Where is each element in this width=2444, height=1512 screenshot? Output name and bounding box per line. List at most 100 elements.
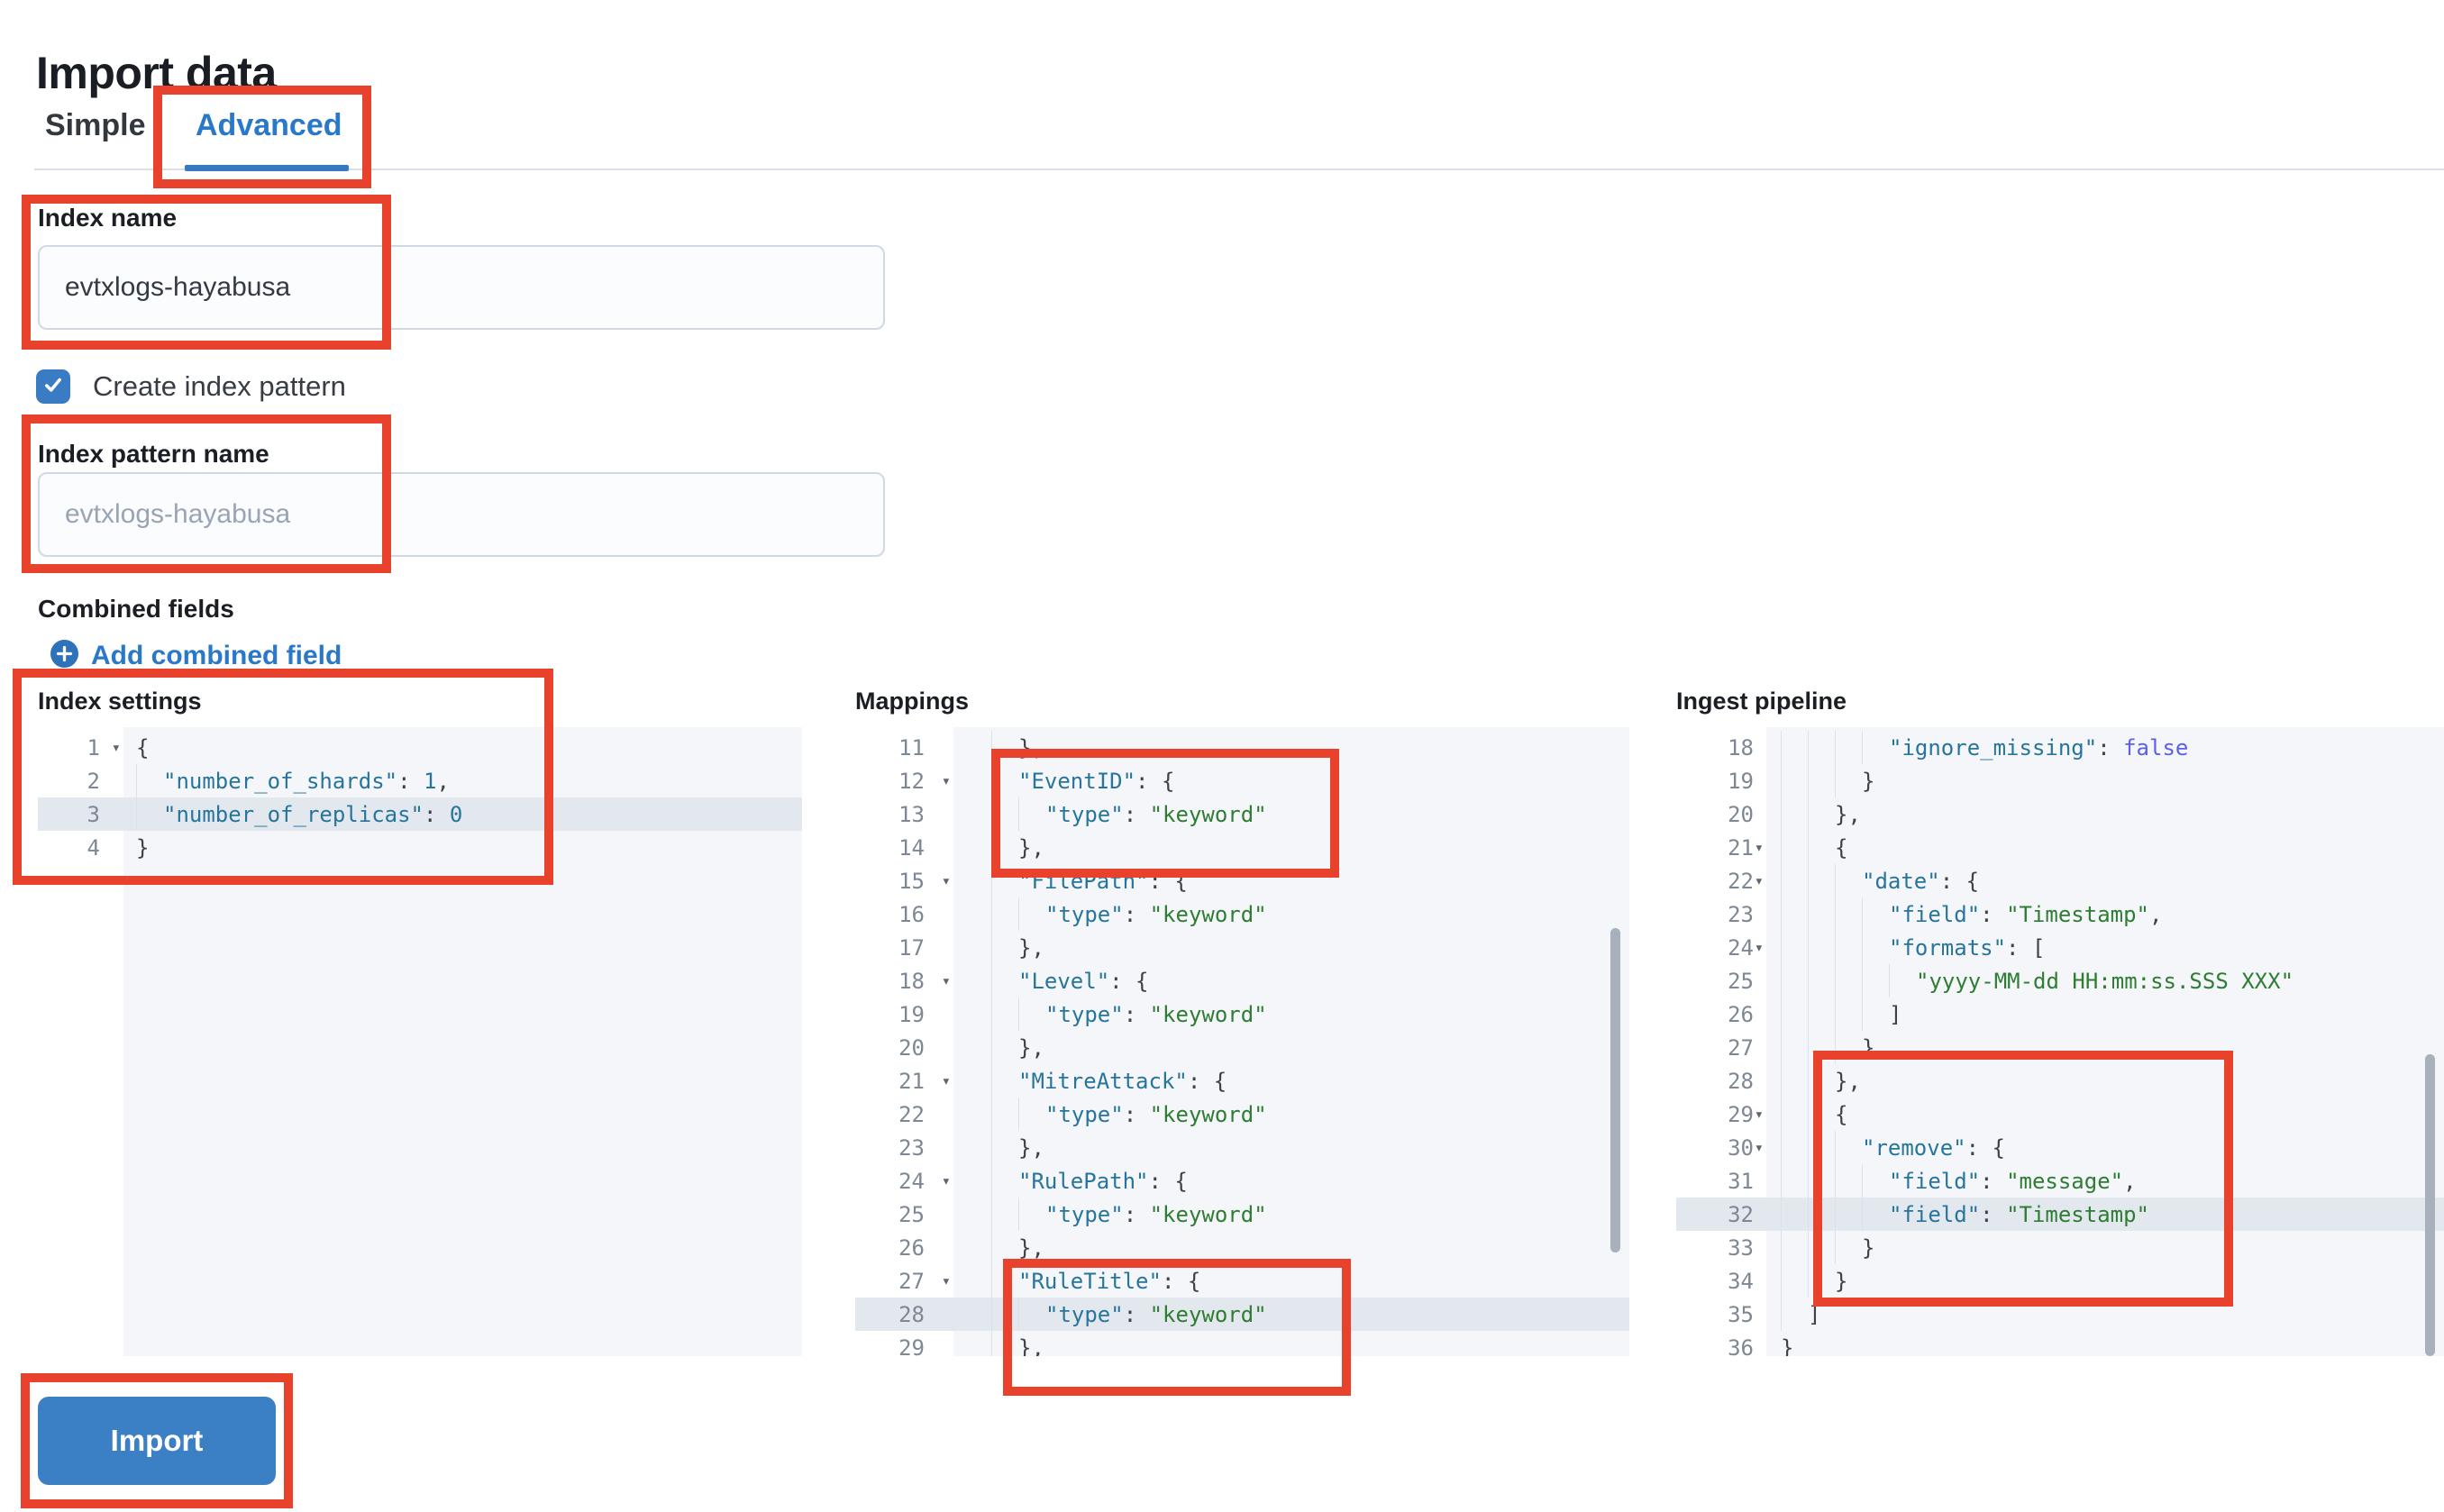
- code-line: 16"type": "keyword": [855, 897, 1629, 931]
- code-line: 31"field": "message",: [1676, 1164, 2444, 1198]
- code-line: 36}: [1676, 1331, 2444, 1357]
- import-button[interactable]: Import: [38, 1397, 276, 1485]
- line-number: 21▾: [898, 1068, 951, 1094]
- fold-arrow-icon[interactable]: ▾: [1754, 1105, 1764, 1124]
- combined-fields-label: Combined fields: [38, 595, 234, 623]
- fold-arrow-icon[interactable]: ▾: [1754, 838, 1764, 857]
- code-line: 21▾{: [1676, 831, 2444, 864]
- mappings-scrollbar[interactable]: [1610, 928, 1620, 1252]
- code-line: 20},: [855, 1031, 1629, 1064]
- code-line: 26]: [1676, 997, 2444, 1031]
- fold-arrow-icon[interactable]: ▾: [111, 738, 121, 757]
- line-number: 17: [898, 934, 925, 961]
- checkmark-icon: [41, 373, 65, 401]
- code-line: 2"number_of_shards": 1,: [38, 764, 802, 797]
- line-number: 4: [87, 834, 100, 861]
- code-line: 27}: [1676, 1031, 2444, 1064]
- line-number: 15▾: [898, 868, 951, 894]
- code-line: 32"field": "Timestamp": [1676, 1198, 2444, 1231]
- code-line: 27▾"RuleTitle": {: [855, 1264, 1629, 1298]
- active-tab-underline: [185, 165, 349, 171]
- line-number: 11: [898, 734, 925, 761]
- index-pattern-name-label: Index pattern name: [38, 440, 269, 468]
- line-number: 13: [898, 801, 925, 827]
- fold-arrow-icon[interactable]: ▾: [941, 971, 951, 990]
- line-number: 23: [1728, 901, 1754, 927]
- code-line: 22"type": "keyword": [855, 1098, 1629, 1131]
- code-line: 35]: [1676, 1298, 2444, 1331]
- line-number: 3: [87, 801, 100, 827]
- code-line: 19}: [1676, 764, 2444, 797]
- code-line: 28},: [1676, 1064, 2444, 1098]
- create-index-pattern-row: Create index pattern: [36, 369, 346, 404]
- code-line: 18"ignore_missing": false: [1676, 731, 2444, 764]
- code-line: 29▾{: [1676, 1098, 2444, 1131]
- code-line: 18▾"Level": {: [855, 964, 1629, 997]
- line-number: 35: [1728, 1301, 1754, 1327]
- fold-arrow-icon[interactable]: ▾: [1754, 938, 1764, 957]
- fold-arrow-icon[interactable]: ▾: [941, 1171, 951, 1190]
- plus-in-circle-icon: [50, 640, 78, 672]
- code-line: 25"yyyy-MM-dd HH:mm:ss.SSS XXX": [1676, 964, 2444, 997]
- line-number: 20: [898, 1034, 925, 1061]
- fold-arrow-icon[interactable]: ▾: [941, 771, 951, 790]
- line-number: 30▾: [1728, 1134, 1764, 1161]
- line-number: 14: [898, 834, 925, 861]
- index-name-label: Index name: [38, 204, 178, 232]
- line-number: 16: [898, 901, 925, 927]
- create-index-pattern-checkbox[interactable]: [36, 369, 70, 404]
- fold-arrow-icon[interactable]: ▾: [941, 1271, 951, 1290]
- line-number: 29: [898, 1334, 925, 1357]
- line-number: 34: [1728, 1268, 1754, 1294]
- code-line: 11},: [855, 731, 1629, 764]
- tabs-divider: [34, 169, 2444, 170]
- code-line: 3"number_of_replicas": 0: [38, 797, 802, 831]
- line-number: 27▾: [898, 1268, 951, 1294]
- add-combined-field-link[interactable]: Add combined field: [50, 640, 342, 672]
- code-line: 15▾"FilePath": {: [855, 864, 1629, 897]
- line-number: 25: [898, 1201, 925, 1227]
- fold-arrow-icon[interactable]: ▾: [941, 871, 951, 890]
- line-number: 24▾: [898, 1168, 951, 1194]
- tab-advanced[interactable]: Advanced: [196, 108, 342, 142]
- line-number: 19: [1728, 768, 1754, 794]
- code-line: 24▾"RulePath": {: [855, 1164, 1629, 1198]
- code-line: 12▾"EventID": {: [855, 764, 1629, 797]
- code-line: 30▾"remove": {: [1676, 1131, 2444, 1164]
- line-number: 32: [1728, 1201, 1754, 1227]
- index-settings-editor[interactable]: 1▾{2"number_of_shards": 1,3"number_of_re…: [38, 727, 802, 1356]
- tab-simple[interactable]: Simple: [45, 108, 146, 142]
- line-number: 22▾: [1728, 868, 1764, 894]
- line-number: 23: [898, 1134, 925, 1161]
- code-line: 4}: [38, 831, 802, 864]
- line-number: 28: [898, 1301, 925, 1327]
- code-line: 20},: [1676, 797, 2444, 831]
- line-number: 28: [1728, 1068, 1754, 1094]
- code-line: 14},: [855, 831, 1629, 864]
- index-name-input[interactable]: [38, 245, 885, 330]
- code-line: 22▾"date": {: [1676, 864, 2444, 897]
- code-line: 33}: [1676, 1231, 2444, 1264]
- ingest-pipeline-label: Ingest pipeline: [1676, 688, 1847, 715]
- line-number: 31: [1728, 1168, 1754, 1194]
- code-line: 23},: [855, 1131, 1629, 1164]
- code-line: 1▾{: [38, 731, 802, 764]
- line-number: 2: [87, 768, 100, 794]
- add-combined-field-label: Add combined field: [91, 641, 342, 670]
- code-line: 17},: [855, 931, 1629, 964]
- mappings-editor[interactable]: 11},12▾"EventID": {13"type": "keyword"14…: [855, 727, 1629, 1356]
- code-line: 13"type": "keyword": [855, 797, 1629, 831]
- index-settings-label: Index settings: [38, 688, 202, 715]
- code-line: 21▾"MitreAttack": {: [855, 1064, 1629, 1098]
- mappings-label: Mappings: [855, 688, 969, 715]
- fold-arrow-icon[interactable]: ▾: [941, 1071, 951, 1090]
- index-pattern-name-input[interactable]: [38, 472, 885, 557]
- line-number: 20: [1728, 801, 1754, 827]
- code-line: 26},: [855, 1231, 1629, 1264]
- fold-arrow-icon[interactable]: ▾: [1754, 871, 1764, 890]
- line-number: 27: [1728, 1034, 1754, 1061]
- fold-arrow-icon[interactable]: ▾: [1754, 1138, 1764, 1157]
- ingest-pipeline-scrollbar[interactable]: [2425, 1054, 2435, 1356]
